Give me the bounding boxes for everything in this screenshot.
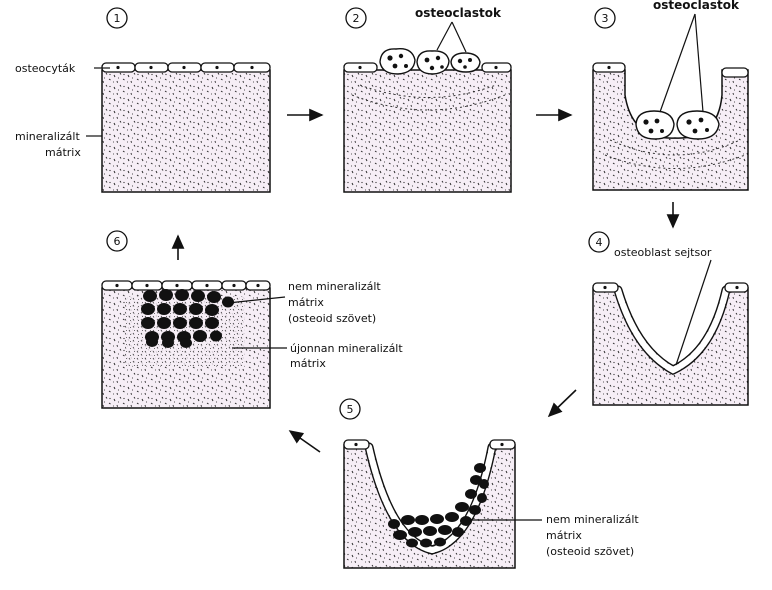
step-number-4: 4 <box>596 236 603 249</box>
label-nonmin-5-line2: mátrix <box>546 529 582 542</box>
label-osteocytes: osteocyták <box>15 62 76 75</box>
label-mineralized-matrix-1: mineralizált <box>15 130 80 143</box>
panel-5: 5 nem mineralizált mátrix (osteoid szöve… <box>339 398 639 569</box>
label-nonmin-5-line3: (osteoid szövet) <box>546 545 634 558</box>
label-osteoblast-row: osteoblast sejtsor <box>614 246 712 259</box>
step-number-2: 2 <box>353 12 360 25</box>
step-number-circle-5 <box>339 398 361 420</box>
resorbed-matrix-block <box>592 69 749 191</box>
matrix-block <box>343 69 512 193</box>
step-number-circle-3 <box>594 7 616 29</box>
step-number-3: 3 <box>602 12 609 25</box>
step-number-1: 1 <box>114 12 121 25</box>
osteoid-deposits <box>388 463 489 548</box>
label-nonmin-5-line1: nem mineralizált <box>546 513 639 526</box>
step-number-circle-1 <box>106 7 128 29</box>
label-nonmin-6-line2: mátrix <box>288 296 324 309</box>
matrix-block <box>101 69 271 193</box>
step-number-circle-4 <box>588 231 610 253</box>
label-nonmin-6-line3: (osteoid szövet) <box>288 312 376 325</box>
label-nonmin-6-line1: nem mineralizált <box>288 280 381 293</box>
label-mineralized-matrix-2: mátrix <box>45 146 81 159</box>
osteoid-deposits <box>141 289 234 348</box>
osteocyte-row <box>101 62 271 73</box>
step-number-5: 5 <box>347 403 354 416</box>
step-number-6: 6 <box>114 235 121 248</box>
panel-2: 2 osteoclastok <box>343 6 512 193</box>
panel-3: 3 osteoclastok <box>592 0 749 191</box>
label-newmin-6-line1: újonnan mineralizált <box>290 342 403 355</box>
arrow-4-to-5 <box>547 389 577 418</box>
arrow-5-to-6 <box>288 430 321 453</box>
step-number-circle-2 <box>345 7 367 29</box>
step-number-circle-6 <box>106 230 128 252</box>
panel-6: 6 nem mineralizált mátrix (osteoid szöve… <box>101 230 403 409</box>
osteoclast-cells <box>379 48 481 75</box>
panel-4: 4 osteoblast sejtsor <box>588 231 749 406</box>
label-osteoclasts-3: osteoclastok <box>653 0 740 12</box>
label-osteoclasts-2: osteoclastok <box>415 6 502 20</box>
panel-1: 1 osteocyták mineralizált mátrix <box>15 7 271 193</box>
label-newmin-6-line2: mátrix <box>290 357 326 370</box>
